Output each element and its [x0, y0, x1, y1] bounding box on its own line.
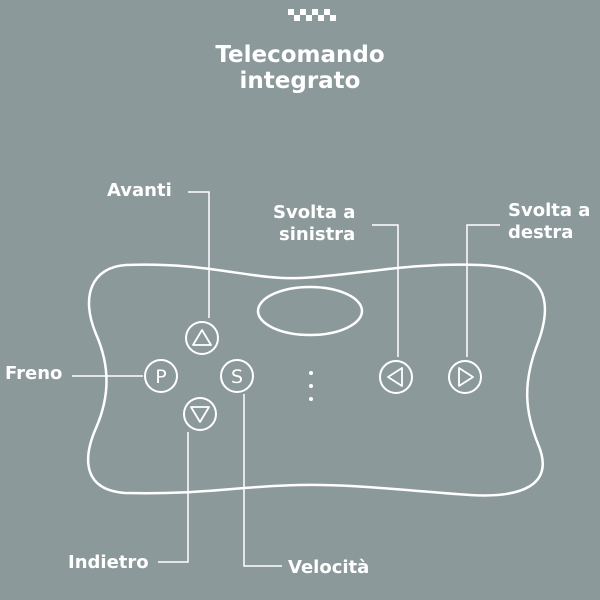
speed-button-letter: S — [231, 366, 243, 388]
left-button[interactable] — [379, 360, 413, 394]
title-line-2: integrato — [239, 68, 361, 94]
triangle-left-icon — [387, 367, 403, 387]
speed-button[interactable] — [220, 359, 254, 393]
triangle-down-icon — [190, 406, 210, 423]
right-button[interactable] — [448, 360, 482, 394]
title-line-1: Telecomando — [215, 42, 385, 68]
label-forward: Avanti — [107, 180, 172, 201]
brake-button-letter: P — [155, 366, 166, 388]
brake-button[interactable] — [144, 359, 178, 393]
label-brake: Freno — [5, 363, 63, 384]
triangle-right-icon — [458, 367, 474, 387]
checkered-flag-icon — [288, 9, 336, 21]
remote-body-outline — [86, 263, 547, 497]
label-turn-left-2: sinistra — [279, 224, 356, 245]
label-turn-right-2: destra — [508, 222, 574, 243]
leader-lines — [72, 191, 500, 567]
label-speed: Velocità — [288, 557, 370, 578]
label-turn-right-1: Svolta a — [508, 200, 591, 221]
down-button[interactable] — [183, 397, 217, 431]
up-button[interactable] — [185, 321, 219, 355]
label-turn-left-1: Svolta a — [273, 202, 356, 223]
label-backward: Indietro — [68, 552, 149, 573]
triangle-up-icon — [192, 329, 212, 346]
display-window — [256, 285, 364, 337]
vertical-dots-icon — [309, 371, 313, 401]
